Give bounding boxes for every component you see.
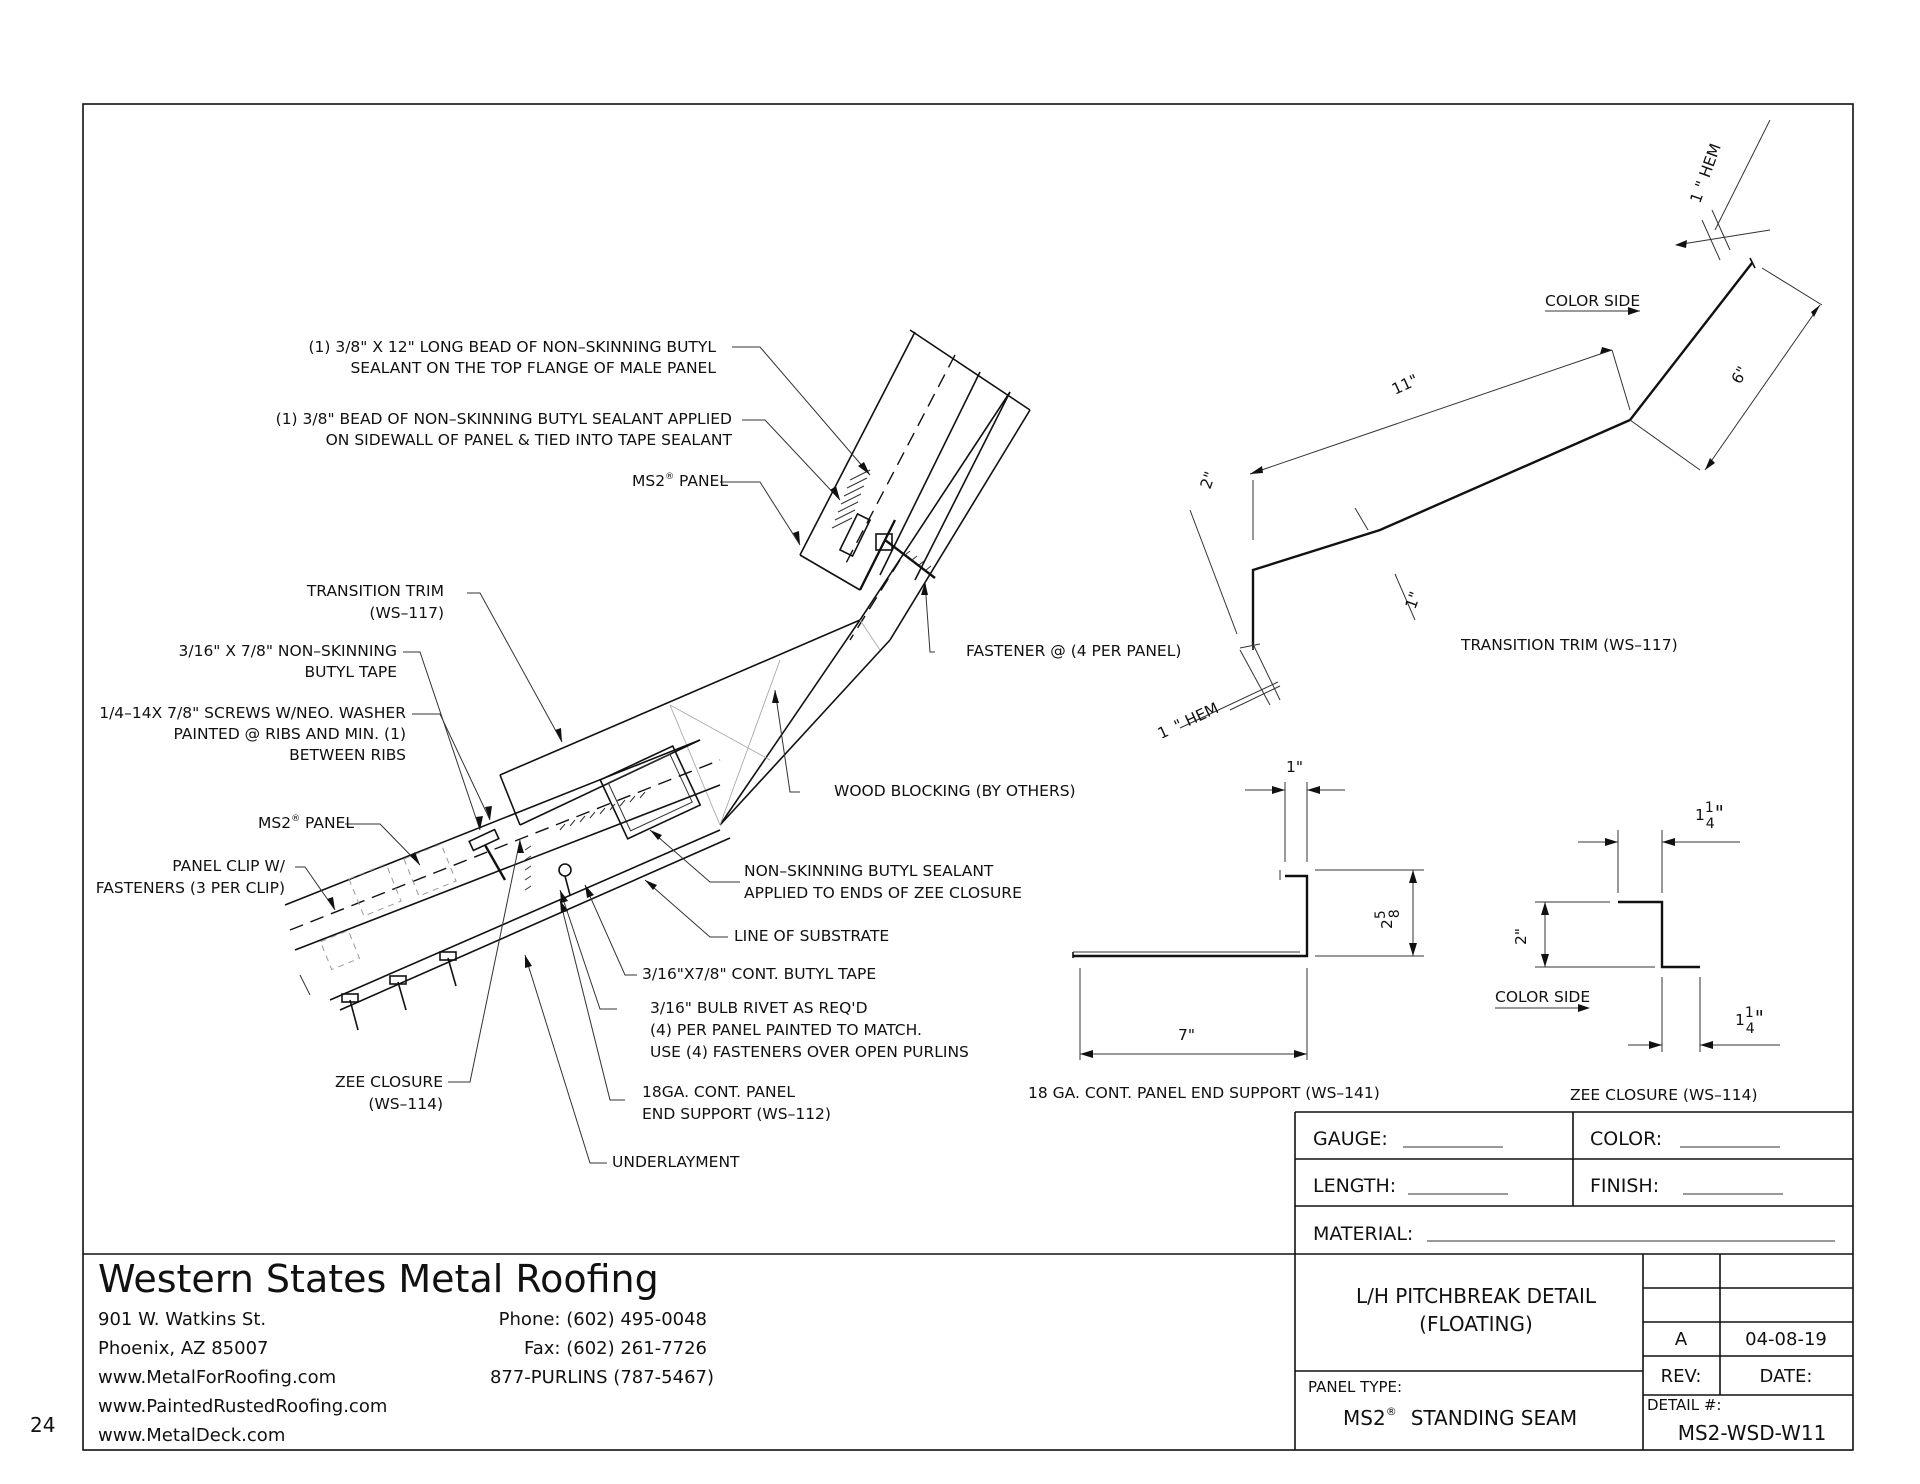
callout-wood-blocking: WOOD BLOCKING (BY OTHERS) (834, 782, 1076, 800)
callout-panel-clip-2: FASTENERS (3 PER CLIP) (96, 879, 285, 897)
website-3: www.MetalDeck.com (98, 1425, 285, 1446)
zee-caption: ZEE CLOSURE (WS–114) (1570, 1086, 1758, 1104)
svg-text:" HEM: " HEM (1692, 141, 1725, 191)
company-name: Western States Metal Roofing (98, 1257, 659, 1301)
panel-type-label: PANEL TYPE: (1308, 1378, 1402, 1396)
length-label: LENGTH: (1313, 1175, 1396, 1197)
callout-screws-1: 1/4–14X 7/8" SCREWS W/NEO. WASHER (99, 704, 406, 722)
title-block: GAUGE: COLOR: LENGTH: FINISH: MATERIAL: … (83, 1111, 1853, 1450)
zee-dim-2: 2" (1512, 928, 1530, 945)
callout-zee-closure-1: ZEE CLOSURE (335, 1073, 443, 1091)
callout-sealant-ends-1: NON–SKINNING BUTYL SEALANT (744, 862, 994, 880)
trim-dim-6: 6" (1728, 363, 1752, 387)
callout-screws-3: BETWEEN RIBS (289, 746, 406, 764)
website-2: www.PaintedRustedRoofing.com (98, 1396, 387, 1417)
callout-cont-butyl: 3/16"X7/8" CONT. BUTYL TAPE (642, 965, 876, 983)
callout-transition-trim-1: TRANSITION TRIM (306, 582, 444, 600)
date-value: 04-08-19 (1745, 1329, 1827, 1350)
callout-bead-12-line1: (1) 3/8" X 12" LONG BEAD OF NON–SKINNING… (308, 338, 716, 356)
end-support-dim-7: 7" (1178, 1026, 1195, 1044)
rev-label: REV: (1661, 1366, 1702, 1387)
website-1: www.MetalForRoofing.com (98, 1367, 336, 1388)
callout-end-support-2: END SUPPORT (WS–112) (642, 1105, 831, 1123)
callout-rivet-2: (4) PER PANEL PAINTED TO MATCH. (650, 1021, 922, 1039)
callout-sealant-ends-2: APPLIED TO ENDS OF ZEE CLOSURE (744, 884, 1022, 902)
main-section-detail: (1) 3/8" X 12" LONG BEAD OF NON–SKINNING… (96, 329, 1181, 1171)
callout-bead-12-line2: SEALANT ON THE TOP FLANGE OF MALE PANEL (350, 359, 716, 377)
page-number: 24 (30, 1413, 55, 1437)
detail-number-value: MS2-WSD-W11 (1678, 1421, 1827, 1445)
callout-screws-2: PAINTED @ RIBS AND MIN. (1) (173, 725, 406, 743)
trim-color-side: COLOR SIDE (1545, 292, 1640, 310)
detail-title-2: (FLOATING) (1419, 1312, 1533, 1336)
callout-butyl-tape-2: BUTYL TAPE (305, 663, 398, 681)
callout-line-of-substrate: LINE OF SUBSTRATE (734, 927, 889, 945)
svg-text:" HEM: " HEM (1171, 699, 1221, 735)
fax: Fax: (602) 261-7726 (524, 1338, 707, 1359)
end-support-caption: 18 GA. CONT. PANEL END SUPPORT (WS–141) (1028, 1084, 1380, 1102)
finish-label: FINISH: (1590, 1175, 1659, 1197)
end-support-dim-height: 258 (1373, 909, 1403, 929)
callout-rivet-1: 3/16" BULB RIVET AS REQ'D (650, 999, 868, 1017)
callout-ms2-panel-low: MS2® PANEL (258, 814, 354, 832)
callout-zee-closure-2: (WS–114) (368, 1095, 443, 1113)
callout-bead-side-line2: ON SIDEWALL OF PANEL & TIED INTO TAPE SE… (326, 431, 733, 449)
transition-trim-detail: COLOR SIDE 11" 6" 2" 1" 1 " HEM 1 " HEM … (1155, 119, 1823, 743)
zee-color-side: COLOR SIDE (1495, 988, 1590, 1006)
callout-end-support-1: 18GA. CONT. PANEL (642, 1083, 795, 1101)
trim-dim-11: 11" (1389, 371, 1421, 399)
drawing-border (82, 103, 1854, 1451)
date-label: DATE: (1760, 1366, 1813, 1387)
trim-hem-bottom: 1 (1155, 722, 1172, 742)
purlins-phone: 877-PURLINS (787-5467) (490, 1367, 714, 1388)
gauge-label: GAUGE: (1313, 1128, 1388, 1150)
end-support-dim-1: 1" (1286, 758, 1303, 776)
callout-panel-clip-1: PANEL CLIP W/ (172, 857, 286, 875)
panel-type-value: MS2®STANDING SEAM (1343, 1405, 1577, 1430)
trim-dim-2: 2" (1197, 469, 1220, 491)
callout-ms2-panel-top: MS2® PANEL (632, 472, 728, 490)
trim-hem-top: 1 (1687, 190, 1707, 205)
callout-butyl-tape-1: 3/16" X 7/8" NON–SKINNING (179, 642, 398, 660)
phone: Phone: (602) 495-0048 (499, 1309, 707, 1330)
rev-value: A (1675, 1329, 1688, 1350)
callout-fastener: FASTENER @ (4 PER PANEL) (966, 642, 1181, 660)
address-line-1: 901 W. Watkins St. (98, 1309, 266, 1330)
trim-caption: TRANSITION TRIM (WS–117) (1460, 636, 1678, 654)
color-label: COLOR: (1590, 1128, 1662, 1150)
trim-dim-1: 1" (1402, 589, 1425, 611)
callout-underlayment: UNDERLAYMENT (612, 1153, 740, 1171)
callout-transition-trim-2: (WS–117) (369, 604, 444, 622)
end-support-detail: 1" 258 7" 18 GA. CONT. PANEL END SUPPORT… (1028, 758, 1424, 1102)
address-line-2: Phoenix, AZ 85007 (98, 1338, 268, 1359)
callout-rivet-3: USE (4) FASTENERS OVER OPEN PURLINS (650, 1043, 969, 1061)
detail-title-1: L/H PITCHBREAK DETAIL (1356, 1284, 1597, 1308)
detail-number-label: DETAIL #: (1647, 1396, 1721, 1414)
callout-bead-side-line1: (1) 3/8" BEAD OF NON–SKINNING BUTYL SEAL… (276, 410, 732, 428)
material-label: MATERIAL: (1313, 1223, 1413, 1245)
